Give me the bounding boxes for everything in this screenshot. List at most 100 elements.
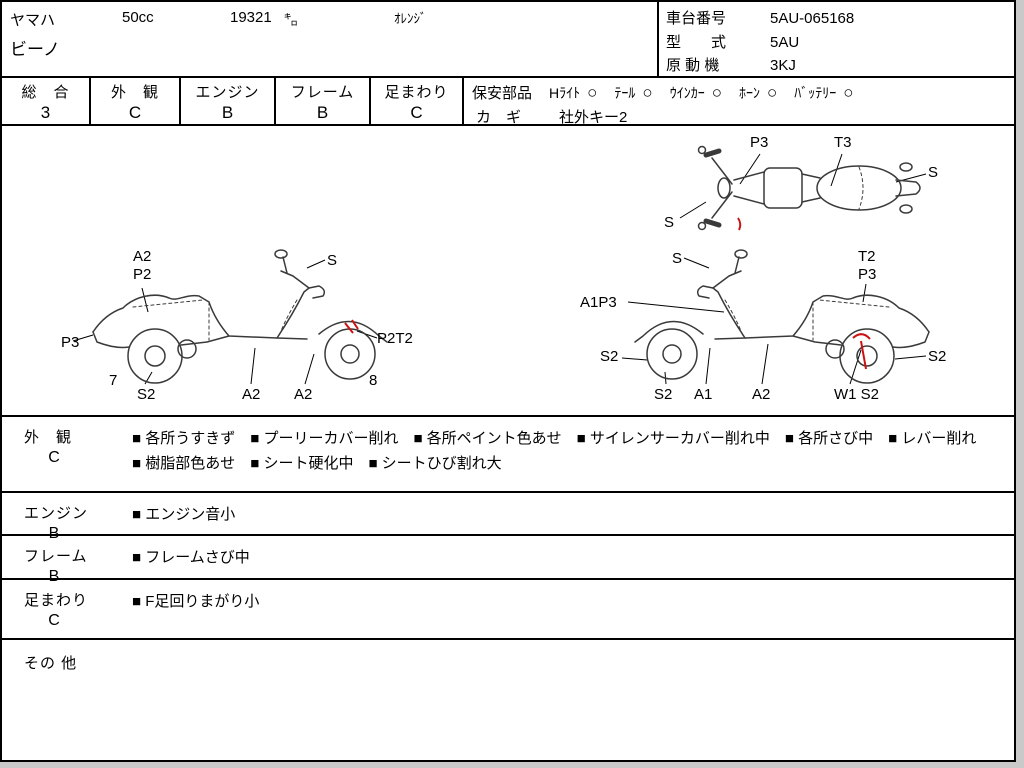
scooter-left-side-drawing: [72, 249, 388, 385]
engine-code-value: 3KJ: [770, 57, 796, 74]
damage-code-label: S2: [654, 386, 673, 403]
grade-exterior: 外 観 C: [91, 78, 181, 124]
color-name: ｵﾚﾝｼﾞ: [394, 11, 427, 26]
grade-engine-value: B: [221, 103, 234, 122]
key-label: カ ギ: [476, 109, 522, 126]
damage-code-label: A2: [294, 386, 313, 403]
grade-frame: フレーム B: [276, 78, 371, 124]
safety-item-label: ｳｲﾝｶｰ: [669, 84, 705, 101]
note-row-label: フレーム: [24, 548, 88, 565]
grade-undercarriage: 足まわり C: [371, 78, 464, 124]
note-row-grade: B: [48, 568, 60, 585]
damage-code-label: P2T2: [377, 330, 413, 347]
note-row-label: エンジン: [24, 505, 89, 522]
ok-circle: ○: [711, 82, 722, 102]
note-row-text: ■ F足回りまがり小: [132, 593, 260, 610]
chassis-number-value: 5AU-065168: [770, 10, 855, 27]
safety-item-label: ﾎｰﾝ: [738, 84, 760, 101]
damage-code-label: A2: [242, 386, 261, 403]
grade-engine: エンジン B: [181, 78, 276, 124]
mileage-value: 19321: [230, 9, 272, 26]
safety-item-label: ﾃｰﾙ: [614, 84, 636, 101]
grade-overall: 総 合 3: [2, 78, 91, 124]
damage-code-label: P3: [858, 266, 877, 283]
damage-code-label: S2: [928, 348, 947, 365]
note-row-text: ■ フレームさび中: [132, 549, 250, 566]
damage-code-label: A1: [694, 386, 713, 403]
key-row: カ ギ 社外キー2: [472, 106, 1010, 127]
diagram-number: 7: [109, 372, 118, 389]
notes-table: 外 観 C ■ 各所うすきず ■ プーリーカバー削れ ■ 各所ペイント色あせ ■…: [2, 417, 1014, 760]
safety-item-horn: ﾎｰﾝ○: [739, 83, 777, 103]
damage-code-label: W1 S2: [834, 386, 880, 403]
damage-code-label: T3: [834, 134, 852, 151]
diagram-right-side-view: S A1P3 T2 P3 S2 S2 S2 A1 A2 W1 S2: [576, 244, 986, 412]
diagram-number: 8: [369, 372, 378, 389]
grade-engine-label: エンジン: [195, 84, 260, 101]
damage-code-label: S2: [600, 348, 619, 365]
safety-item-winker: ｳｲﾝｶｰ ○: [670, 83, 722, 103]
damage-code-label: P3: [61, 334, 80, 351]
grade-overall-label: 総 合: [21, 84, 70, 101]
displacement: 50cc: [122, 9, 154, 26]
grade-exterior-label: 外 観: [110, 84, 159, 101]
safety-item-headlight: Hﾗｲﾄ ○: [549, 83, 597, 103]
grade-overall-value: 3: [40, 103, 51, 122]
diagram-left-side-view: A2 P2 S P3 7 S2 A2 A2 P2T2 8: [57, 244, 447, 412]
damage-code-label: T2: [858, 248, 876, 265]
damage-code-label: P2: [133, 266, 152, 283]
grade-exterior-value: C: [128, 103, 142, 122]
model-code-value: 5AU: [770, 34, 800, 51]
key-value: 社外キー2: [559, 109, 628, 126]
note-row-frame: フレーム B ■ フレームさび中: [2, 536, 1014, 585]
note-row-exterior: 外 観 C ■ 各所うすきず ■ プーリーカバー削れ ■ 各所ペイント色あせ ■…: [2, 417, 1014, 493]
safety-parts-cell: 保安部品 Hﾗｲﾄ ○ ﾃｰﾙ ○ ｳｲﾝｶｰ ○ ﾎｰﾝ○ ﾊﾞｯﾃﾘｰ ○ カ ギ 社…: [464, 78, 1014, 127]
note-row-label: 足まわり: [24, 592, 89, 609]
safety-item-label: Hﾗｲﾄ: [549, 84, 581, 101]
grade-row: 総 合 3 外 観 C エンジン B フレーム B 足まわり C 保安部品 Hﾗ…: [2, 76, 1014, 126]
damage-code-label: A1P3: [580, 294, 617, 311]
note-row-engine: エンジン B ■ エンジン音小: [2, 493, 1014, 542]
ok-circle: ○: [642, 82, 653, 102]
note-row-text: ■ 各所うすきず ■ プーリーカバー削れ ■ 各所ペイント色あせ ■ サイレンサ…: [132, 430, 992, 472]
note-row-label: 外 観: [24, 429, 73, 446]
scooter-top-view-drawing: [679, 145, 927, 231]
safety-parts-row: 保安部品 Hﾗｲﾄ ○ ﾃｰﾙ ○ ｳｲﾝｶｰ ○ ﾎｰﾝ○ ﾊﾞｯﾃﾘｰ ○: [472, 82, 1010, 103]
safety-item-taillight: ﾃｰﾙ ○: [614, 83, 652, 103]
note-row-undercarriage: 足まわり C ■ F足回りまがり小: [2, 580, 1014, 640]
scooter-right-side-drawing: [621, 249, 930, 385]
grade-undercarriage-value: C: [410, 103, 423, 122]
grade-undercarriage-label: 足まわり: [384, 84, 449, 101]
model-code-label: 型 式: [666, 34, 727, 51]
header: ヤマハ 50cc 19321 ㌔ ｵﾚﾝｼﾞ ビーノ 車台番号 5AU-06516…: [2, 2, 1014, 76]
note-row-grade: C: [48, 612, 60, 629]
diagram-top-view: P3 T3 S S: [634, 132, 984, 244]
mileage-unit: ㌔: [284, 12, 298, 28]
grade-frame-value: B: [316, 103, 329, 122]
note-row-grade: C: [48, 449, 60, 466]
header-divider: [657, 2, 659, 76]
note-row-other: その 他: [2, 640, 1014, 760]
damage-code-label: A2: [752, 386, 771, 403]
ok-circle: ○: [843, 82, 854, 102]
ok-circle: ○: [587, 82, 598, 102]
note-row-label: その 他: [24, 655, 78, 672]
engine-code-label: 原 動 機: [666, 57, 720, 74]
safety-parts-label: 保安部品: [472, 85, 533, 102]
chassis-number-label: 車台番号: [666, 10, 727, 27]
damage-code-label: S: [327, 252, 338, 269]
damage-code-label: S: [664, 214, 675, 231]
safety-item-label: ﾊﾞｯﾃﾘｰ: [794, 84, 837, 101]
model-name: ビーノ: [10, 40, 60, 59]
chassis-number-row: 車台番号 5AU-065168: [666, 7, 854, 28]
damage-diagram-box: P3 T3 S S: [2, 126, 1014, 417]
damage-code-label: P3: [750, 134, 769, 151]
safety-item-battery: ﾊﾞｯﾃﾘｰ ○: [794, 83, 853, 103]
note-row-text: ■ エンジン音小: [132, 506, 236, 523]
damage-code-label: A2: [133, 248, 152, 265]
maker-name: ヤマハ: [10, 12, 56, 29]
engine-code-row: 原 動 機 3KJ: [666, 54, 796, 75]
damage-code-label: S: [928, 164, 939, 181]
note-row-grade: B: [48, 525, 60, 542]
